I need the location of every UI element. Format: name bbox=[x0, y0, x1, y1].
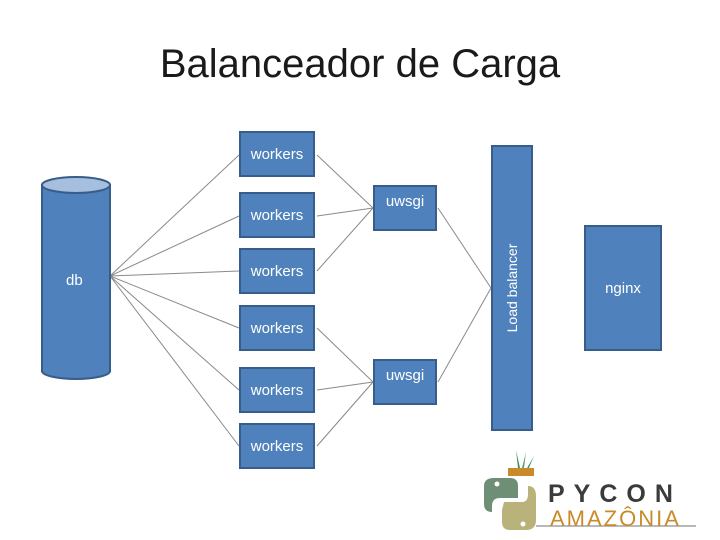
db-label: db bbox=[66, 272, 83, 289]
connector-line bbox=[109, 270, 240, 277]
load-balancer-box bbox=[491, 145, 533, 431]
workers-label: workers bbox=[250, 145, 304, 163]
workers-box: workers bbox=[239, 423, 315, 469]
nginx-box: nginx bbox=[584, 225, 662, 351]
workers-label: workers bbox=[250, 262, 304, 280]
workers-box: workers bbox=[239, 131, 315, 177]
connector-line bbox=[316, 207, 374, 217]
workers-box: workers bbox=[239, 305, 315, 351]
connector-line bbox=[109, 215, 240, 277]
logo-text-pycon: PYCON bbox=[548, 480, 682, 508]
connector-line bbox=[316, 381, 374, 447]
connector-line bbox=[316, 154, 374, 209]
load-balancer-label: Load balancer bbox=[504, 243, 520, 333]
workers-box: workers bbox=[239, 192, 315, 238]
workers-box: workers bbox=[239, 248, 315, 294]
workers-label: workers bbox=[250, 381, 304, 399]
nginx-label: nginx bbox=[605, 279, 641, 297]
feather-icon bbox=[506, 450, 534, 476]
workers-label: workers bbox=[250, 437, 304, 455]
workers-box: workers bbox=[239, 367, 315, 413]
workers-label: workers bbox=[250, 319, 304, 337]
db-cylinder bbox=[41, 176, 111, 380]
connector-line bbox=[109, 275, 240, 391]
connector-line bbox=[109, 154, 240, 277]
slide-title: Balanceador de Carga bbox=[159, 42, 561, 86]
logo-text-amazonia: AMAZÔNIA bbox=[550, 506, 681, 531]
uwsgi-label: uwsgi bbox=[385, 367, 425, 384]
connector-line bbox=[316, 381, 374, 391]
connector-line bbox=[109, 275, 240, 329]
python-snake-icon bbox=[484, 478, 536, 530]
connector-line bbox=[437, 287, 492, 383]
connector-line bbox=[437, 207, 492, 289]
connector-line bbox=[109, 275, 240, 447]
connector-line bbox=[316, 327, 374, 383]
uwsgi-box: uwsgi bbox=[373, 185, 437, 231]
uwsgi-box: uwsgi bbox=[373, 359, 437, 405]
pycon-amazonia-logo bbox=[484, 450, 696, 530]
connector-line bbox=[316, 207, 374, 272]
workers-label: workers bbox=[250, 206, 304, 224]
uwsgi-label: uwsgi bbox=[385, 193, 425, 210]
